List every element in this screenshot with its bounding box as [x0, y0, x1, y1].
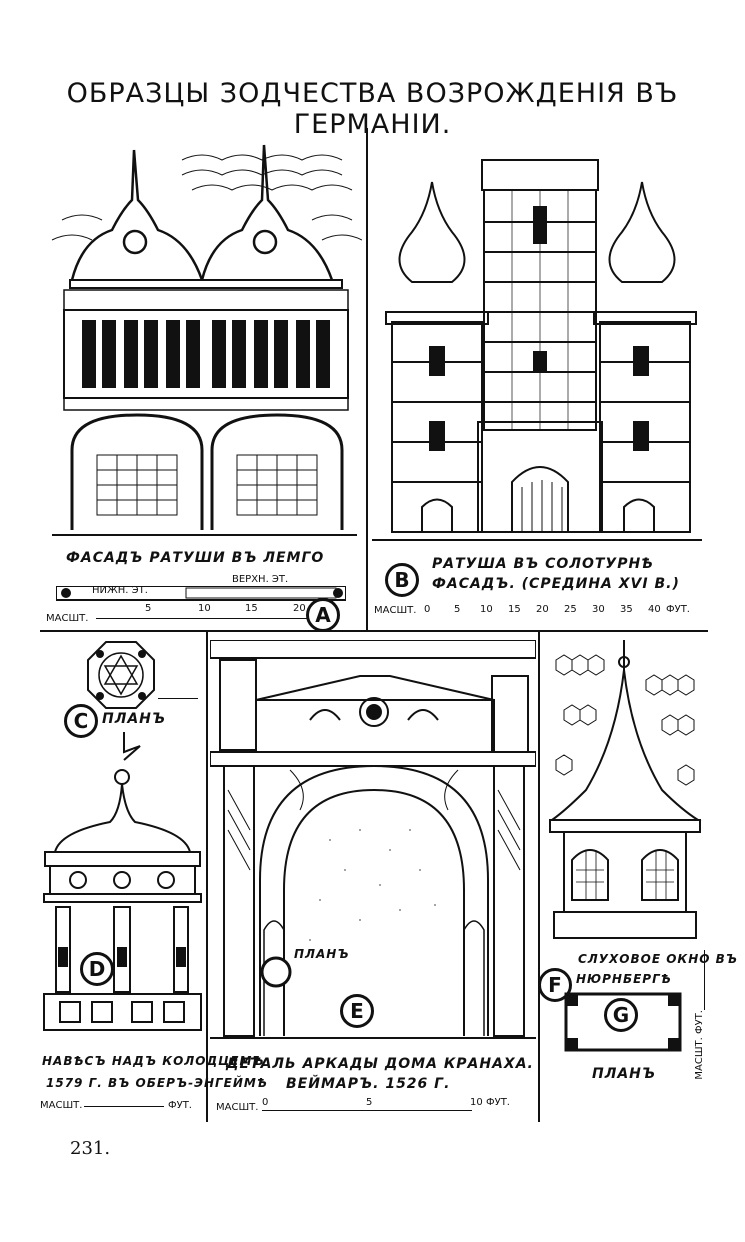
plate-c-letter: C: [64, 704, 98, 738]
plate-a-scale-bar: [96, 618, 311, 619]
plate-e-letter: E: [340, 994, 374, 1028]
plate-f-letter: F: [538, 968, 572, 1002]
plate-b-unit: ФУТ.: [666, 604, 690, 615]
plate-f-caption-line2: НЮРНБЕРГѢ: [576, 972, 672, 986]
plate-b-tick: 0: [424, 604, 431, 615]
plate-g-scale-bar: [704, 950, 705, 1010]
plate-b-tick: 10: [480, 604, 493, 615]
plate-f-caption-line1: СЛУХОВОЕ ОКНО ВЪ: [578, 952, 739, 966]
plate-e-unit: ФУТ.: [486, 1097, 510, 1108]
plate-e-tick: 0: [262, 1097, 269, 1108]
horizontal-divider: [40, 630, 708, 632]
plate-a-floor-plan-strip: [56, 586, 346, 601]
plate-d-scale-label: МАСШТ.: [40, 1100, 83, 1111]
plate-d-caption-line2: 1579 Г. ВЪ ОБЕРЪ-ЭНГЕЙМѢ: [46, 1076, 268, 1090]
plate-a-upper-floor-label: ВЕРХН. ЭТ.: [232, 574, 289, 585]
plate-c-plan-drawing: [87, 641, 155, 709]
plate-b-caption-line2: ФАСАДЪ. (СРЕДИНА XVI В.): [432, 576, 680, 592]
plate-e-tick: 5: [366, 1097, 373, 1108]
solothurn-facade-drawing: [372, 159, 702, 541]
plate-b-tick: 5: [454, 604, 461, 615]
cranach-arcade-drawing: [210, 640, 536, 1039]
plate-b-tick: 30: [592, 604, 605, 615]
vertical-divider-right: [538, 630, 540, 1122]
page-title: ОБРАЗЦЫ ЗОДЧЕСТВА ВОЗРОЖДЕНІЯ ВЪ ГЕРМАНІ…: [66, 78, 679, 140]
plate-e-scale-ticks: 0 5 10 ФУТ.: [262, 1097, 512, 1109]
plate-e-scale-bar: [262, 1110, 472, 1111]
plate-a-caption: ФАСАДЪ РАТУШИ ВЪ ЛЕМГО: [66, 550, 325, 566]
plate-b-tick: 25: [564, 604, 577, 615]
plate-a-scale-label: МАСШТ.: [46, 613, 89, 624]
vertical-divider-top: [366, 128, 368, 630]
plate-e-caption-line1: ДЕТАЛЬ АРКАДЫ ДОМА КРАНАХА.: [226, 1056, 534, 1072]
plate-a-tick: 5: [145, 603, 152, 614]
lemgo-facade-drawing: [51, 144, 362, 536]
plate-b-tick: 40: [648, 604, 661, 615]
plate-g-scale-label: МАСШТ. ФУТ.: [694, 1010, 705, 1080]
page-number: 231.: [70, 1138, 111, 1159]
plate-b-scale-ticks: 0 5 10 15 20 25 30 35 40 ФУТ.: [424, 604, 690, 616]
plate-e-plan-label: ПЛАНЪ: [294, 947, 350, 961]
plate-b-tick: 15: [508, 604, 521, 615]
plate-g-plan-drawing: [564, 992, 682, 1052]
nuremberg-dormer-drawing: [548, 640, 702, 939]
vertical-divider-left: [206, 630, 208, 1122]
plate-a-tick: 10: [198, 603, 211, 614]
plate-g-letter: G: [604, 998, 638, 1032]
plate-a-tick: 20: [293, 603, 306, 614]
plate-e-caption-line2: ВЕЙМАРЪ. 1526 Г.: [286, 1076, 451, 1092]
plate-d-scale-bar: [84, 1106, 164, 1107]
plate-c-scale-bar: [158, 698, 198, 699]
plate-d-caption-line1: НАВѢСЪ НАДЪ КОЛОДЦЕМЪ: [42, 1054, 265, 1068]
plate-b-tick: 35: [620, 604, 633, 615]
plate-d-scale-unit: ФУТ.: [168, 1100, 192, 1111]
plate-b-letter: B: [385, 563, 419, 597]
plate-a-tick: 15: [245, 603, 258, 614]
well-canopy-drawing: [43, 732, 202, 1031]
plate-b-tick: 20: [536, 604, 549, 615]
plate-c-plan-label: ПЛАНЪ: [102, 711, 167, 727]
plate-a-lower-floor-label: НИЖН. ЭТ.: [92, 585, 148, 596]
plate-e-scale-label: МАСШТ.: [216, 1102, 259, 1113]
plate-g-plan-label: ПЛАНЪ: [592, 1066, 657, 1082]
plate-a-letter: A: [306, 598, 340, 632]
plate-d-letter: D: [80, 952, 114, 986]
plate-e-tick: 10: [470, 1097, 483, 1108]
plate-b-caption-line1: РАТУША ВЪ СОЛОТУРНѢ: [432, 556, 654, 572]
plate-a-scale-ticks: 5 10 15 20: [110, 603, 310, 615]
plate-b-scale-label: МАСШТ.: [374, 605, 417, 616]
